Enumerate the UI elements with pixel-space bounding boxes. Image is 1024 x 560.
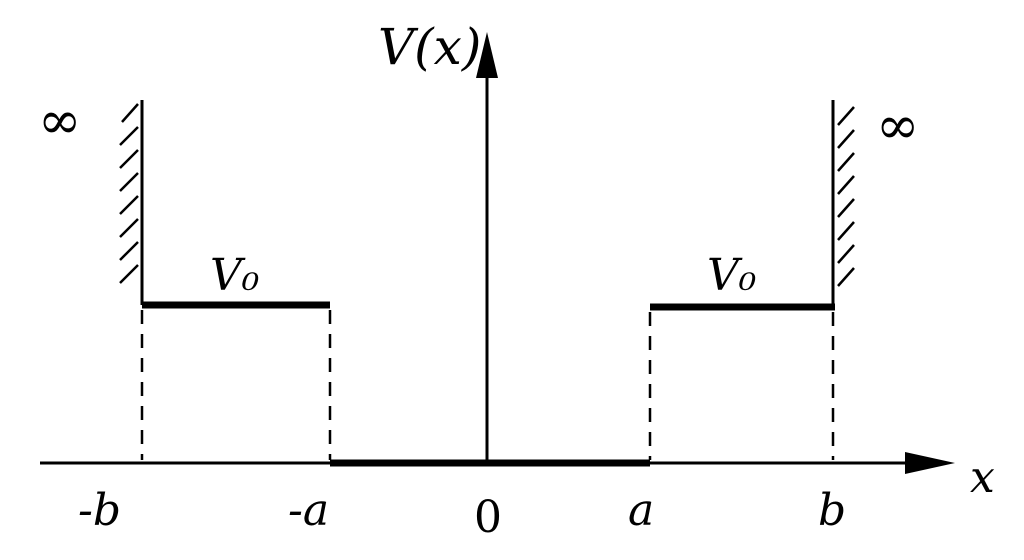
infinity-left: ∞ [38, 91, 81, 151]
v0-label-right: V₀ [707, 250, 757, 301]
tick-label-minus-a: -a [288, 485, 329, 536]
y-axis-label: V(x) [378, 18, 481, 76]
tick-label-b: b [818, 485, 846, 536]
dashed-guides [140, 310, 835, 460]
tick-label-a: a [628, 485, 654, 536]
x-axis-arrowhead [905, 452, 955, 474]
y-axis-arrowhead [476, 32, 498, 78]
infinity-right: ∞ [876, 96, 919, 156]
x-axis-label: x [970, 452, 995, 503]
v0-label-left: V₀ [210, 250, 260, 301]
wall-right-hatching [837, 106, 855, 287]
tick-label-minus-b: -b [78, 485, 121, 536]
wall-left-hatching [119, 103, 139, 284]
tick-label-zero: 0 [474, 492, 502, 543]
